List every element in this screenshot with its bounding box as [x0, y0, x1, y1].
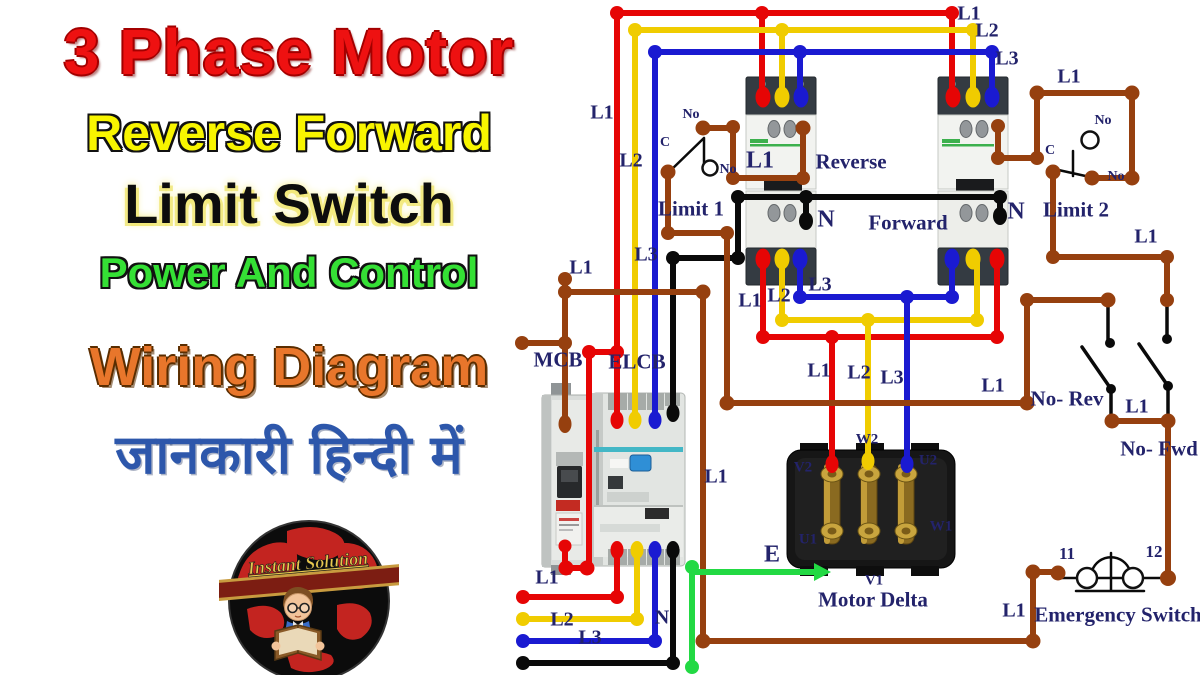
- instant-solution-logo: Instant Solution: [219, 520, 399, 675]
- brass-link-1: [820, 463, 844, 545]
- brass-link-2: [857, 463, 881, 545]
- limit2-no-contact-circle: [1080, 130, 1100, 150]
- title-line-6: जानकारी हिन्दी में: [115, 423, 463, 486]
- limit1-no-contact-circle: [701, 159, 719, 177]
- earth-green-wire: [689, 563, 819, 671]
- no-fwd-contact: [1137, 299, 1173, 421]
- l2-yellow-wires: [520, 27, 980, 622]
- limit-switch-1-symbol: [668, 136, 719, 177]
- motor-terminal-block: [786, 443, 956, 576]
- title-line-4: Power And Control: [99, 249, 479, 296]
- earth-arrow: [814, 563, 831, 581]
- junction-dots: [515, 6, 1176, 674]
- brass-link-3: [894, 463, 918, 545]
- no-rev-contact: [1080, 299, 1116, 421]
- emergency-terminal-11: [1075, 566, 1099, 590]
- logo-banner: Instant Solution: [219, 548, 399, 602]
- title-line-1: 3 Phase Motor: [63, 16, 515, 88]
- title-line-2: Reverse Forward: [86, 105, 492, 161]
- l3-blue-wires: [520, 49, 995, 644]
- title-line-3: Limit Switch: [124, 172, 454, 235]
- title-line-5: Wiring Diagram: [89, 337, 489, 397]
- control-brown-wires: [519, 90, 1171, 644]
- neutral-black-wires: [520, 194, 1003, 666]
- emergency-switch-symbol: [1056, 551, 1168, 593]
- emergency-terminal-12: [1121, 566, 1145, 590]
- limit-switch-2-symbol: [1052, 130, 1100, 179]
- wires-layer: [519, 10, 1171, 671]
- logo-reading-kid: [271, 587, 325, 662]
